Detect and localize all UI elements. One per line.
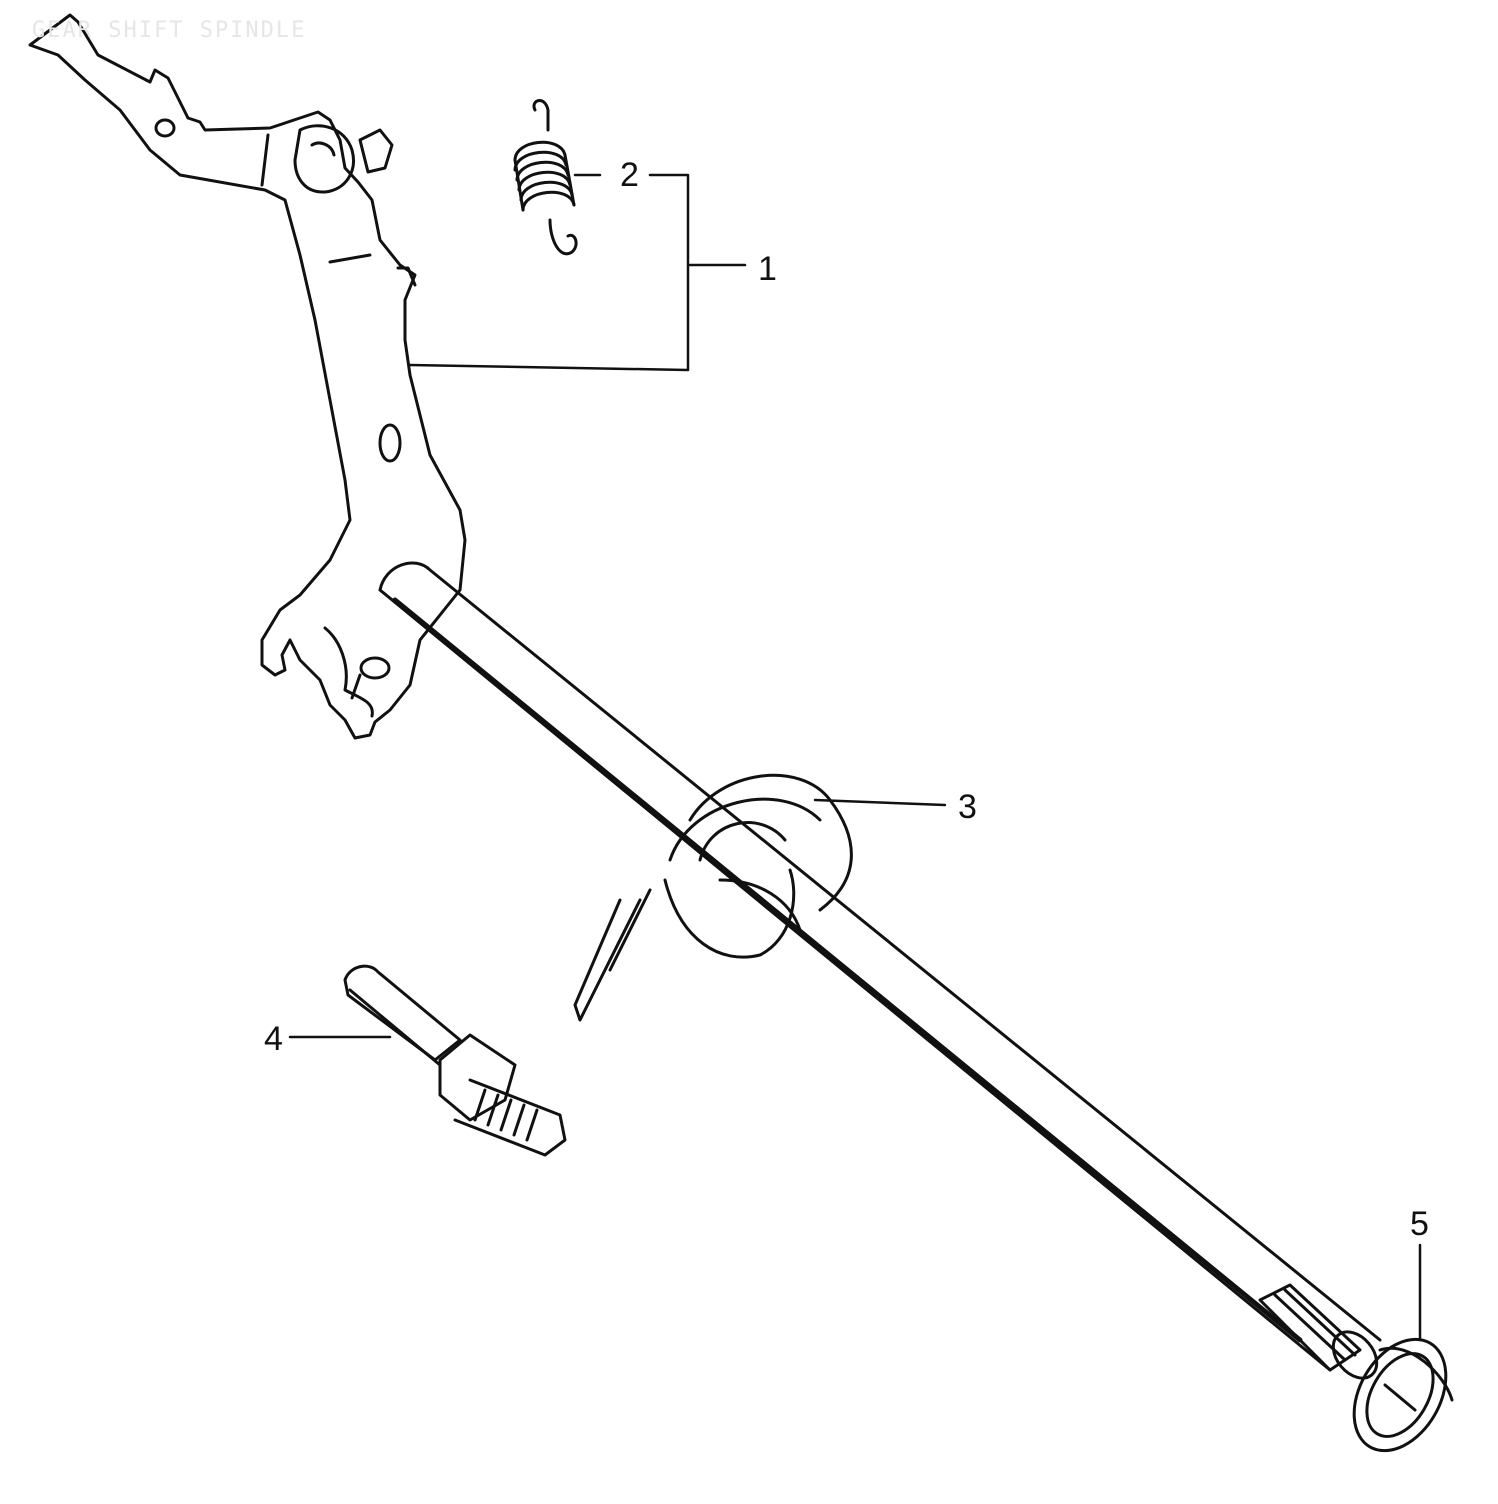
callout-5: 5 [1410,1205,1429,1243]
shift-arm-part [28,13,467,740]
callout-1: 1 [758,250,777,288]
callout-4: 4 [264,1020,283,1058]
callout-3: 3 [958,788,977,826]
spindle-shaft-part [378,561,1382,1380]
oil-seal-part [1352,1337,1454,1453]
leader-lines [288,173,1422,1342]
stud-bolt-part [343,964,567,1157]
return-spring-part [513,99,578,256]
callout-2: 2 [620,156,639,194]
diagram-watermark-title: GEAR SHIFT SPINDLE [32,18,307,43]
